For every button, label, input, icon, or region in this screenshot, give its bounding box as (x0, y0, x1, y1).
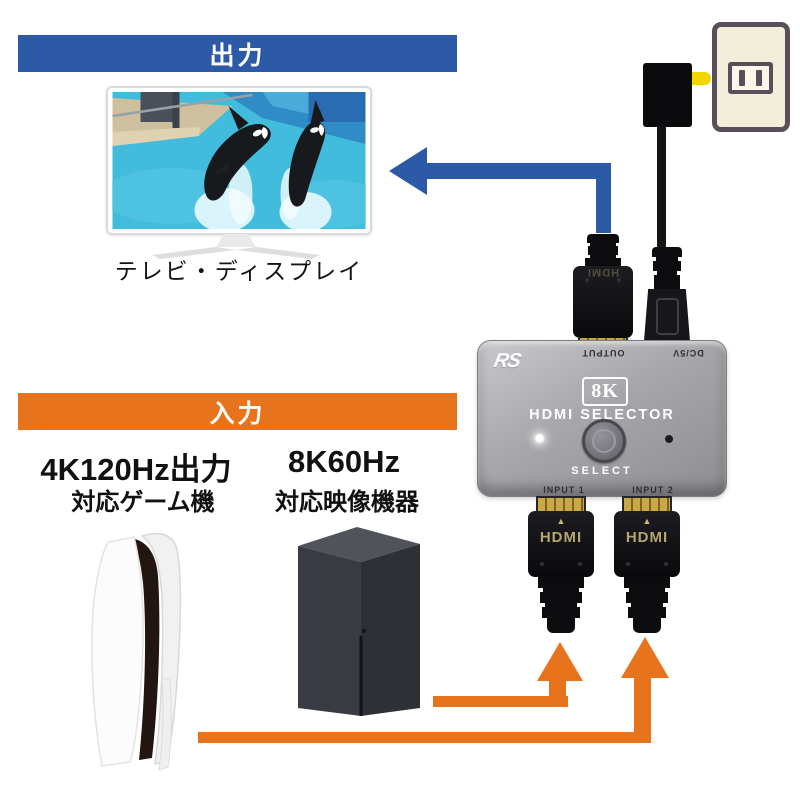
outlet-socket (728, 62, 773, 94)
output-banner-label: 出力 (209, 41, 266, 70)
device-name: HDMI SELECTOR (529, 407, 675, 423)
adapter-prong (690, 72, 711, 85)
hdmi-plug-label: HDMI (586, 266, 620, 278)
source1-title: 4K120Hz出力 (40, 452, 232, 487)
tv-display (106, 86, 372, 235)
select-button (582, 419, 626, 463)
select-button-label: SELECT (571, 465, 633, 477)
input-banner-label: 入力 (209, 399, 266, 428)
input2-status-led (665, 435, 673, 443)
source1-subtitle: 対応ゲーム機 (71, 489, 215, 516)
dc-port-label: DC/5V (672, 348, 704, 358)
outlet-slot (739, 70, 745, 86)
hdmi-contacts (536, 496, 586, 511)
badge-8k: 8K (582, 377, 628, 406)
dc-power-plug (644, 247, 690, 341)
hdmi-contacts (622, 496, 672, 511)
video-device (298, 527, 420, 716)
cable-strain-relief (644, 247, 690, 289)
connector-screw-dot (540, 562, 544, 566)
input2-arrow-riser (634, 677, 651, 743)
power-cable (657, 125, 666, 249)
output-hdmi-plug: HDMI (573, 234, 633, 353)
input1-hdmi-plug: ▲ HDMI (528, 496, 594, 633)
input2-hdmi-plug: ▲ HDMI (614, 496, 680, 633)
ac-adapter (643, 63, 692, 127)
brand-logo: RS (491, 350, 523, 372)
input2-port-label: INPUT 2 (632, 485, 674, 495)
connector-screw-dot (626, 562, 630, 566)
source2-title: 8K60Hz (288, 444, 400, 479)
hdmi-connector: ▲ HDMI (614, 511, 680, 577)
outlet-slot (756, 70, 762, 86)
hdmi-plug-label: HDMI (625, 529, 669, 546)
source2-subtitle: 対応映像機器 (275, 489, 419, 516)
dc-connector (644, 289, 690, 341)
dc-connector-face (656, 298, 679, 335)
input1-port-label: INPUT 1 (543, 485, 585, 495)
cable-strain-relief (573, 234, 633, 266)
select-button-cap (592, 429, 616, 453)
cable-strain-relief (528, 577, 594, 633)
output-arrow-riser (596, 163, 611, 233)
hdmi-connector: ▲ HDMI (528, 511, 594, 577)
input1-arrow-riser (549, 679, 566, 707)
connector-screw-dot (617, 278, 621, 282)
cable-strain-relief (614, 577, 680, 633)
plug-orientation-arrow: ▲ (642, 516, 652, 526)
plug-orientation-arrow: ▲ (556, 516, 566, 526)
input2-arrow-bar (198, 732, 651, 743)
connector-screw-dot (578, 562, 582, 566)
orca-screen-image (112, 92, 366, 229)
input1-arrow-bar (433, 696, 568, 707)
hdmi-connector: HDMI (573, 266, 633, 338)
connector-screw-dot (664, 562, 668, 566)
output-port-label: OUTPUT (581, 348, 625, 358)
power-outlet (712, 22, 790, 132)
input-banner: 入力 (18, 393, 457, 430)
output-banner: 出力 (18, 35, 457, 72)
tv-stand (152, 234, 320, 259)
hdmi-selector-device: RS OUTPUT DC/5V 8K HDMI SELECTOR SELECT … (477, 340, 727, 497)
output-arrow-bar (426, 163, 611, 179)
hdmi-plug-label: HDMI (539, 529, 583, 546)
input1-arrow-head (537, 642, 583, 681)
input1-status-led (536, 435, 543, 442)
output-arrow-head (389, 147, 427, 195)
game-console (91, 532, 182, 771)
connector-screw-dot (585, 278, 589, 282)
input2-arrow-head (621, 637, 669, 678)
tv-caption: テレビ・ディスプレイ (114, 258, 364, 284)
